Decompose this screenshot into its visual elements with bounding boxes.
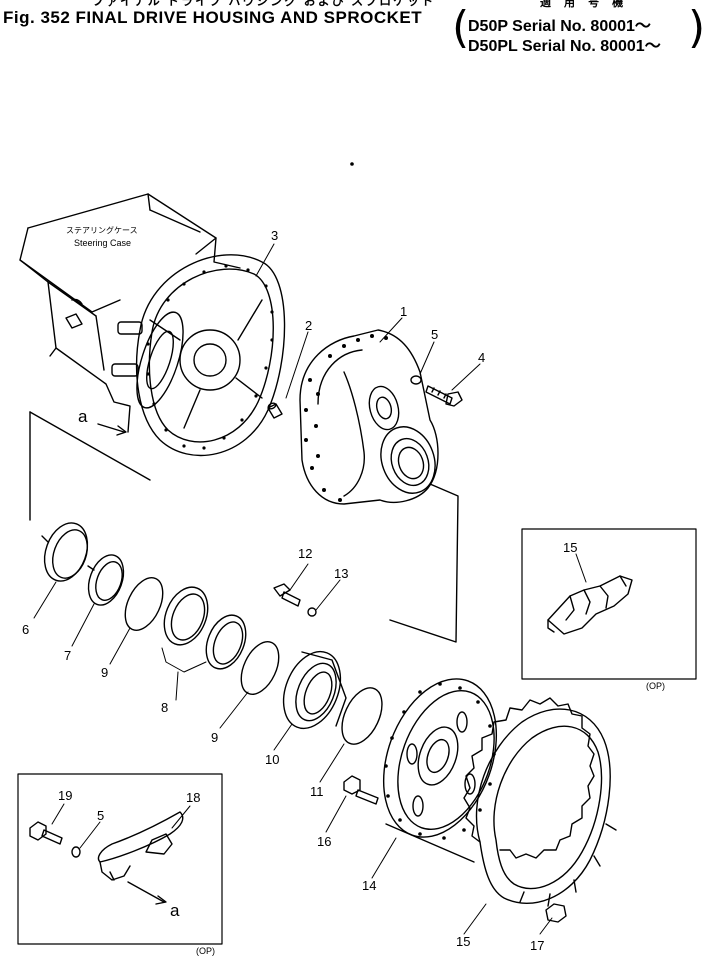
callout-8: 8 [161,700,168,715]
inset-washer-5 [71,846,81,858]
callout-15-main: 15 [456,934,470,949]
callout-3: 3 [271,228,278,243]
hub-sprocket-line [385,823,475,863]
o-ring-11 [341,687,383,745]
callout-16: 16 [317,834,331,849]
japanese-title: ファイナル ドライブ ハウジング および スプロケット [92,0,436,8]
o-ring-9a [124,577,164,631]
final-drive-housing [299,329,439,505]
floating-seal-8a [163,586,209,646]
inset-right-op-label: (OP) [646,681,665,691]
callout-13: 13 [334,566,348,581]
callout-2: 2 [305,318,312,333]
inset-left-op-label: (OP) [196,946,215,956]
inset-reference-a-label: a [170,901,180,920]
bolt-12 [273,583,301,607]
serial-bracket-left: ( [452,2,470,53]
callout-4: 4 [478,350,485,365]
o-ring-9b [240,641,280,695]
callout-19: 19 [58,788,72,803]
serial-d50pl: D50PL Serial No. 80001～ [468,38,661,55]
inset-bolt-19 [29,821,63,845]
callout-14: 14 [362,878,376,893]
callout-15-inset: 15 [563,540,577,555]
callout-9b: 9 [211,730,218,745]
applicability-japanese: 適 用 号 機 [540,0,629,9]
case-bracket-line [29,411,151,481]
callout-11: 11 [310,784,324,799]
retainer-10 [282,650,347,730]
reference-a-arrow: a [78,407,127,436]
inset-guard-18 [97,811,184,881]
seal-ring-7 [87,554,125,606]
gasket [135,254,286,457]
inset-box-right [521,528,697,680]
steering-case: ステアリングケース Steering Case [19,193,241,433]
bolt [425,385,463,407]
callout-5: 5 [431,327,438,342]
speck [350,162,354,166]
callout-10: 10 [265,752,279,767]
steering-case-label-jp: ステアリングケース [66,225,138,235]
floating-seal-8b [205,614,247,670]
callout-leaders [33,243,587,935]
sprocket-segments [463,697,617,907]
bolt-16 [343,775,379,805]
nut-17 [545,903,567,923]
reference-a-label: a [78,407,88,426]
callout-18: 18 [186,790,200,805]
dowel-pin [267,402,283,419]
callout-5-inset: 5 [97,808,104,823]
washer-13 [307,607,317,617]
inset-sprocket-segment [547,575,633,635]
callout-9a: 9 [101,665,108,680]
floating-seal-6 [41,522,95,582]
figure-title: Fig. 352 FINAL DRIVE HOUSING AND SPROCKE… [3,8,423,27]
callout-1: 1 [400,304,407,319]
inset-reference-a: a [127,881,180,920]
lock-washer [410,375,422,385]
serial-bracket-right: ) [688,2,703,53]
callout-6: 6 [22,622,29,637]
housing-bracket-line [389,483,459,643]
callout-17: 17 [530,938,544,953]
callout-12: 12 [298,546,312,561]
callout-7: 7 [64,648,71,663]
inset-box-left [17,773,223,945]
serial-d50p: D50P Serial No. 80001～ [468,18,651,35]
steering-case-label-en: Steering Case [74,238,131,248]
